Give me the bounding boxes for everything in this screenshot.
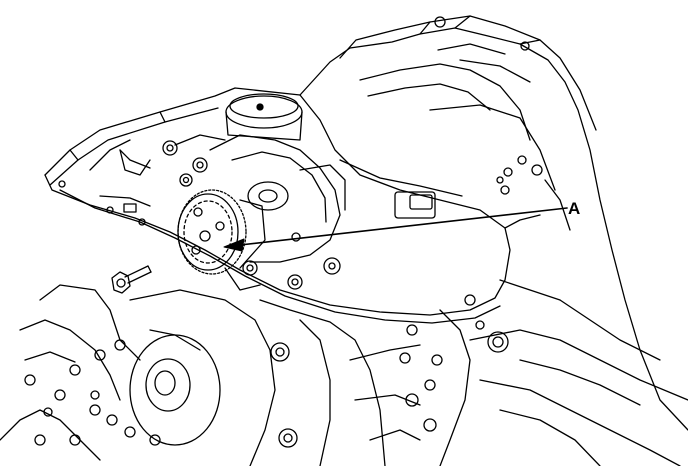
callout-leader <box>223 207 568 252</box>
oil-pump-body <box>99 93 346 263</box>
front-cover <box>0 284 276 466</box>
bolt <box>111 265 152 294</box>
oil-pump-sprocket <box>177 189 341 291</box>
crankcase-flange <box>44 87 541 324</box>
engine-block-outline <box>299 15 688 431</box>
callout-label-a: A <box>568 199 581 218</box>
crankcase-lower <box>259 279 688 466</box>
